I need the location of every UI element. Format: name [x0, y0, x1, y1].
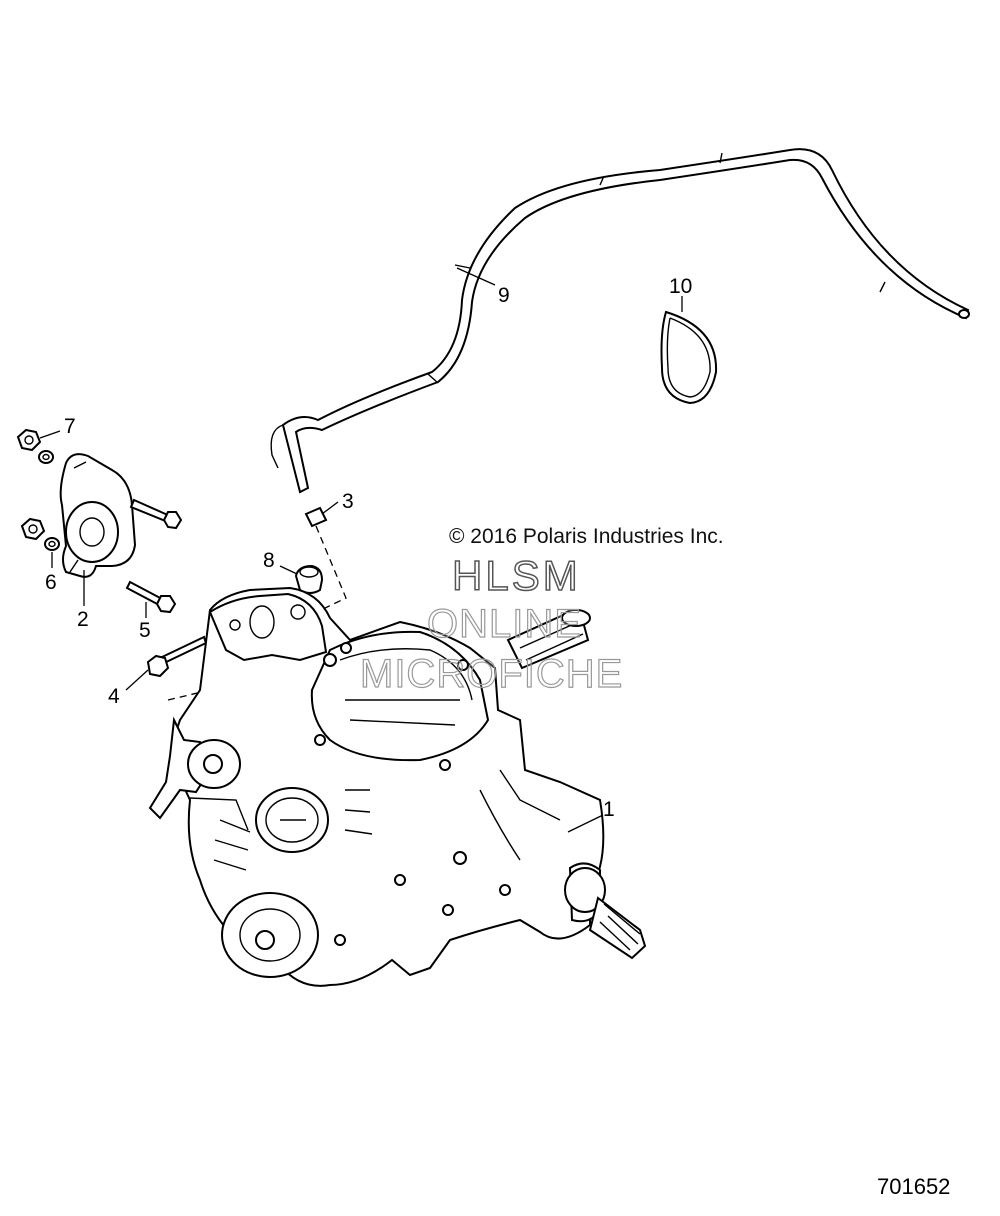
- leader-lines: [39, 267, 683, 833]
- watermark-line-3: MICROFICHE: [359, 651, 624, 696]
- callout-10: 10: [669, 275, 692, 298]
- callout-8: 8: [263, 549, 275, 572]
- leader-9: [456, 267, 496, 286]
- washer-part: [38, 450, 60, 551]
- callout-2: 2: [77, 608, 89, 631]
- callout-6: 6: [45, 571, 57, 594]
- nut-part: [16, 428, 46, 541]
- callout-labels: 9 10 3 7 6 2 5 4 8 1: [45, 275, 692, 821]
- hose-clip-part: [304, 506, 328, 528]
- mounting-bolt-part: [146, 635, 208, 678]
- leader-1: [567, 814, 604, 833]
- callout-9: 9: [498, 284, 510, 307]
- gear-position-sensor-part: [59, 453, 137, 578]
- callout-7: 7: [64, 415, 76, 438]
- bolt-part: [125, 498, 183, 614]
- leader-8: [279, 565, 298, 575]
- leader-7: [39, 430, 61, 439]
- watermark-line-2: ONLINE: [426, 601, 582, 646]
- callout-5: 5: [139, 619, 151, 642]
- callout-3: 3: [342, 490, 354, 513]
- transmission-part: [148, 586, 647, 987]
- drain-plug-part: [294, 564, 324, 594]
- vent-hose-part: [270, 148, 970, 494]
- hose-clamp-part: [660, 310, 718, 405]
- watermark-line-1: HLSM: [451, 551, 581, 600]
- callout-1: 1: [603, 798, 615, 821]
- callout-4: 4: [108, 685, 120, 708]
- diagram-number: 701652: [877, 1174, 951, 1199]
- leader-4: [125, 669, 149, 691]
- leader-3: [321, 501, 339, 515]
- copyright-notice: © 2016 Polaris Industries Inc.: [449, 525, 724, 548]
